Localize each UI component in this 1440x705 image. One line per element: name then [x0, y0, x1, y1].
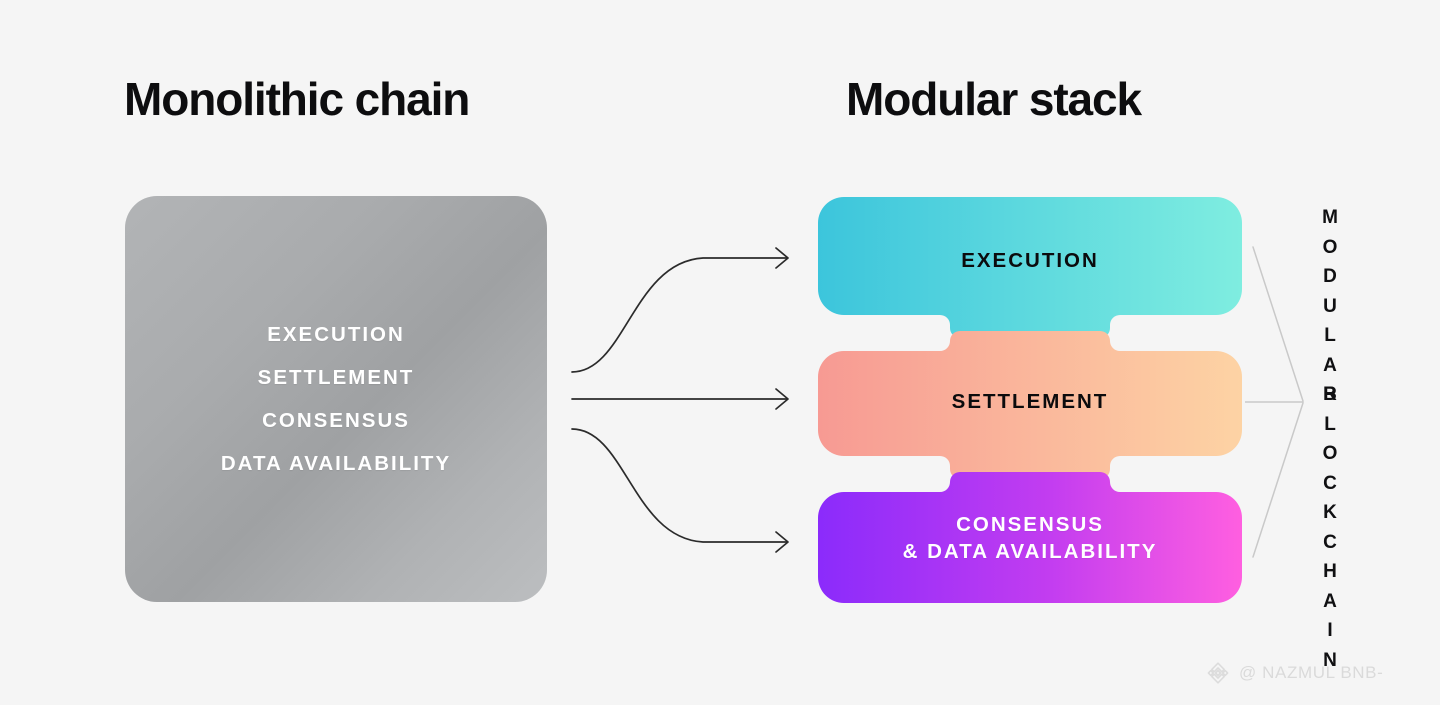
- caption-blockchain-l10: N: [1323, 649, 1337, 671]
- left-title: Monolithic chain: [124, 73, 470, 125]
- caption-blockchain-l4: C: [1323, 472, 1337, 494]
- caption-blockchain-l8: A: [1323, 590, 1337, 612]
- caption-blockchain-l7: H: [1323, 561, 1337, 582]
- caption-modular-l7: R: [1323, 384, 1337, 405]
- caption-modular-l2: O: [1322, 236, 1338, 258]
- caption-modular: M O D U L A R: [1308, 203, 1352, 410]
- caption-blockchain-l9: I: [1327, 620, 1333, 641]
- modular-block-consensus: CONSENSUS & DATA AVAILABILITY: [818, 472, 1242, 603]
- consensus-label: CONSENSUS & DATA AVAILABILITY: [818, 511, 1242, 565]
- consensus-label-line1: CONSENSUS: [956, 513, 1104, 536]
- monolithic-chain-block: EXECUTION SETTLEMENT CONSENSUS DATA AVAI…: [125, 196, 547, 602]
- arrow-group: [571, 247, 789, 553]
- caption-blockchain: B L O C K C H A I N: [1308, 380, 1352, 675]
- caption-blockchain-l1: B: [1323, 384, 1337, 405]
- arrow-to-settlement: [571, 388, 789, 410]
- settlement-shape: [818, 331, 1242, 479]
- right-title: Modular stack: [846, 73, 1142, 125]
- caption-blockchain-l6: C: [1323, 531, 1337, 553]
- modular-block-settlement: SETTLEMENT: [818, 331, 1242, 482]
- watermark: @ NAZMUL BNB-: [1205, 660, 1383, 686]
- caption-modular-l4: U: [1323, 295, 1337, 317]
- arrow-to-consensus: [571, 428, 789, 553]
- caption-modular-l5: L: [1324, 325, 1336, 346]
- modular-block-execution: EXECUTION: [818, 197, 1242, 341]
- execution-label: EXECUTION: [818, 247, 1242, 274]
- grouping-brace-icon: [1245, 246, 1304, 558]
- monolithic-layer-settlement: SETTLEMENT: [257, 365, 415, 389]
- caption-blockchain-l5: K: [1323, 502, 1337, 523]
- execution-shape: [818, 197, 1242, 338]
- monolithic-layer-list: EXECUTION SETTLEMENT CONSENSUS DATA AVAI…: [125, 196, 547, 602]
- caption-modular-l6: A: [1323, 354, 1337, 376]
- settlement-label-line1: SETTLEMENT: [951, 390, 1109, 413]
- caption-blockchain-l3: O: [1322, 443, 1338, 464]
- monolithic-layer-consensus: CONSENSUS: [262, 408, 410, 432]
- caption-blockchain-l2: L: [1324, 413, 1336, 435]
- monolithic-layer-data-availability: DATA AVAILABILITY: [220, 451, 452, 475]
- watermark-text: @ NAZMUL BNB-: [1239, 663, 1384, 682]
- bnb-diamond-icon: [1207, 662, 1229, 684]
- settlement-label: SETTLEMENT: [818, 388, 1242, 415]
- consensus-shape: [818, 472, 1242, 603]
- arrow-to-execution: [571, 247, 789, 373]
- monolithic-layer-execution: EXECUTION: [267, 322, 405, 346]
- caption-modular-l3: D: [1323, 266, 1337, 287]
- consensus-label-line2: & DATA AVAILABILITY: [902, 540, 1158, 564]
- execution-label-line1: EXECUTION: [961, 249, 1099, 272]
- caption-modular-l1: M: [1322, 207, 1338, 228]
